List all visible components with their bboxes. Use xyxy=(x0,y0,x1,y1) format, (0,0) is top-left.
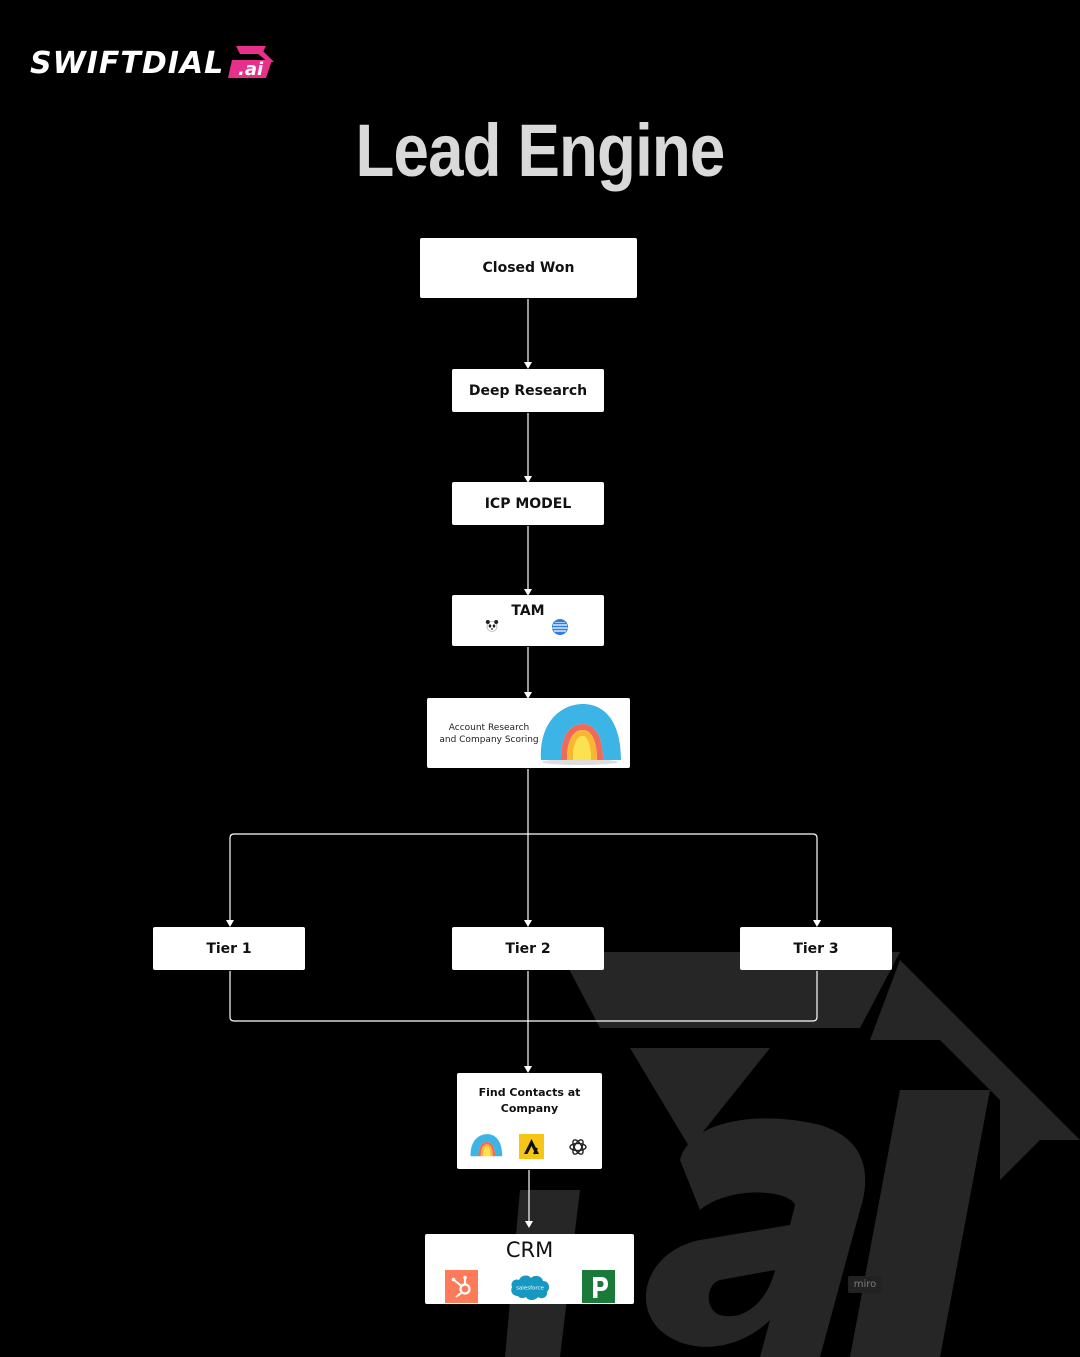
node-tier-3-label: Tier 3 xyxy=(793,940,839,957)
miro-badge: miro xyxy=(848,1276,882,1293)
clay-arch-icon xyxy=(470,1134,503,1157)
openai-icon xyxy=(569,1139,587,1155)
node-tier-2-label: Tier 2 xyxy=(505,940,551,957)
node-tier-1[interactable]: Tier 1 xyxy=(153,927,305,970)
blue-globe-icon xyxy=(552,619,568,635)
node-tam[interactable]: TAM xyxy=(452,595,604,646)
clay-arch-icon xyxy=(540,704,621,765)
node-deep-research[interactable]: Deep Research xyxy=(452,369,604,412)
page-title: Lead Engine xyxy=(355,109,726,192)
arrowhead xyxy=(524,362,532,369)
connector-merge xyxy=(229,971,818,1022)
brand-logo: SWIFTDIAL xyxy=(30,44,224,84)
panda-icon xyxy=(485,620,499,632)
node-tier-2[interactable]: Tier 2 xyxy=(452,927,604,970)
find-contacts-line1: Find Contacts at xyxy=(478,1086,581,1099)
arrowhead xyxy=(524,476,532,483)
arrowhead xyxy=(524,1066,532,1073)
salesforce-icon: salesforce xyxy=(511,1275,550,1300)
arrowhead xyxy=(226,920,234,927)
node-closed-won[interactable]: Closed Won xyxy=(420,238,637,298)
arrowhead xyxy=(525,1221,533,1228)
salesforce-logo-text: salesforce xyxy=(516,1286,544,1292)
account-research-line1: Account Research xyxy=(448,723,530,733)
node-find-contacts[interactable]: Find Contacts at Company xyxy=(457,1073,602,1169)
node-closed-won-label: Closed Won xyxy=(482,260,575,276)
brand-ai-mark: .ai xyxy=(228,46,274,80)
node-icp-model[interactable]: ICP MODEL xyxy=(452,482,604,525)
apollo-icon xyxy=(519,1134,544,1159)
arrowhead xyxy=(524,692,532,699)
node-tier-1-label: Tier 1 xyxy=(206,940,252,957)
arrowhead xyxy=(524,589,532,596)
account-research-line2: and Company Scoring xyxy=(439,735,539,745)
node-deep-research-label: Deep Research xyxy=(468,382,588,399)
node-account-research-label: Account Research and Company Scoring xyxy=(433,722,545,746)
hubspot-icon xyxy=(445,1270,478,1303)
node-account-research[interactable]: Account Research and Company Scoring xyxy=(427,698,630,768)
node-tier-3[interactable]: Tier 3 xyxy=(740,927,892,970)
arrowhead xyxy=(524,920,532,927)
find-contacts-line2: Company xyxy=(500,1102,559,1115)
node-tam-label: TAM xyxy=(511,603,545,619)
brand-suffix: .ai xyxy=(238,59,264,80)
node-crm-label: CRM xyxy=(505,1238,554,1262)
node-icp-model-label: ICP MODEL xyxy=(484,495,572,512)
connector-split xyxy=(229,833,818,920)
arrowhead xyxy=(813,920,821,927)
node-crm[interactable]: CRM salesforce xyxy=(425,1234,634,1304)
node-find-contacts-label: Find Contacts at Company xyxy=(457,1085,602,1117)
brand-name: SWIFTDIAL xyxy=(30,46,225,81)
pipedrive-icon xyxy=(582,1270,615,1303)
